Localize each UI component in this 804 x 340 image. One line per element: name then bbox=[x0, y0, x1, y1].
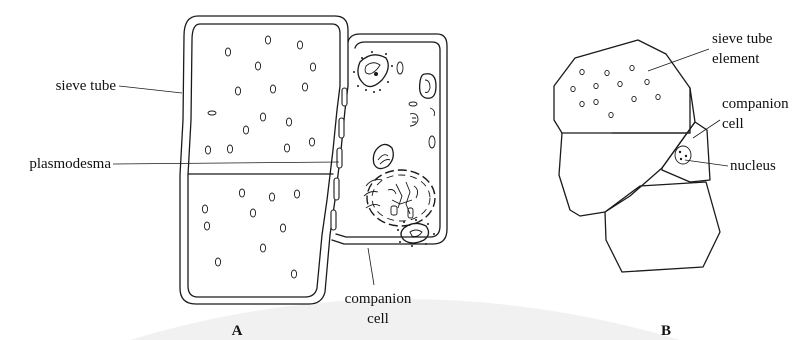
panel-b: sieve tube element companion cell nucleu… bbox=[554, 31, 789, 339]
label-companion-cell-a-line1: companion bbox=[345, 291, 412, 307]
leader-sieve-tube bbox=[119, 86, 182, 93]
label-sieve-tube-element-line1: sieve tube bbox=[712, 31, 773, 47]
companion-cell-a bbox=[332, 34, 447, 247]
leader-sieve-tube-element bbox=[648, 49, 709, 71]
sieve-tube-particles bbox=[202, 36, 315, 278]
label-plasmodesma: plasmodesma bbox=[29, 156, 111, 172]
label-sieve-tube: sieve tube bbox=[56, 78, 117, 94]
leader-companion-cell-a bbox=[368, 248, 374, 285]
caption-b: B bbox=[661, 323, 671, 339]
label-companion-cell-b-line1: companion bbox=[722, 96, 789, 112]
caption-a: A bbox=[232, 323, 243, 339]
label-companion-cell-b-line2: cell bbox=[722, 116, 744, 132]
sieve-tube-cell bbox=[180, 16, 348, 304]
panel-a: sieve tube plasmodesma companion cell A bbox=[29, 16, 447, 339]
label-nucleus: nucleus bbox=[730, 158, 776, 174]
sieve-tube-element bbox=[554, 40, 695, 216]
label-sieve-tube-element-line2: element bbox=[712, 51, 760, 67]
lower-cell-b bbox=[605, 182, 720, 272]
leader-nucleus bbox=[685, 160, 728, 166]
label-companion-cell-a-line2: cell bbox=[367, 311, 389, 327]
leader-plasmodesma bbox=[113, 162, 339, 164]
